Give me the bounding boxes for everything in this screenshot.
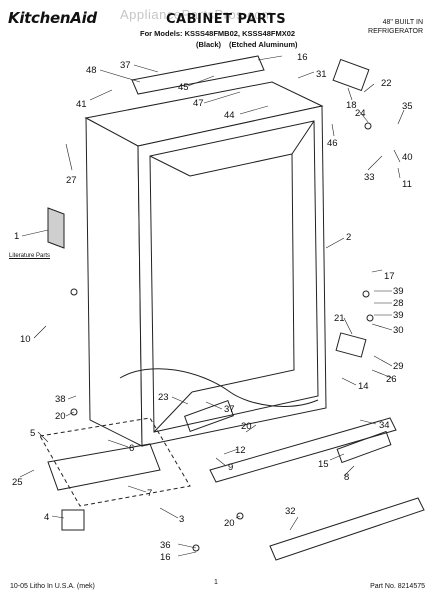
callout-20-b: 20	[241, 421, 252, 432]
bottom-hinge	[335, 332, 367, 358]
callout-7: 7	[147, 488, 152, 499]
cabinet-opening	[149, 120, 319, 433]
model-variants: (Black) (Etched Aluminum)	[196, 40, 306, 49]
callout-16: 16	[297, 52, 308, 63]
callout-8: 8	[344, 472, 349, 483]
callout-33: 33	[364, 172, 375, 183]
product-type: 48" BUILT IN REFRIGERATOR	[368, 18, 423, 36]
top-rail	[131, 55, 265, 95]
grille	[209, 417, 397, 483]
callout-46: 46	[327, 138, 338, 149]
callout-36: 36	[160, 540, 171, 551]
callout-20-c: 20	[224, 518, 235, 529]
variant-aluminum: (Etched Aluminum)	[229, 40, 298, 49]
callout-47: 47	[193, 98, 204, 109]
top-hinge	[332, 58, 370, 92]
base-frame	[39, 417, 191, 507]
literature-parts-label: Literature Parts	[9, 253, 51, 259]
callout-24: 24	[355, 108, 366, 119]
callout-4: 4	[44, 512, 49, 523]
product-type-line-1: 48" BUILT IN	[382, 19, 423, 26]
callout-10: 10	[20, 334, 31, 345]
callout-44: 44	[224, 110, 235, 121]
callout-12: 12	[235, 445, 246, 456]
callout-5: 5	[30, 428, 35, 439]
callout-18: 18	[346, 100, 357, 111]
callout-48: 48	[86, 65, 97, 76]
callout-27: 27	[66, 175, 77, 186]
cabinet-left-side	[85, 117, 143, 447]
callout-21: 21	[334, 313, 345, 324]
base-tray	[47, 443, 161, 491]
callout-38: 38	[55, 394, 66, 405]
literature-booklet	[47, 207, 65, 249]
callout-26: 26	[386, 374, 397, 385]
callout-15: 15	[318, 459, 329, 470]
callout-32: 32	[285, 506, 296, 517]
callout-39-a: 39	[393, 286, 404, 297]
callout-1: 1	[14, 231, 19, 242]
variant-black: (Black)	[196, 40, 222, 49]
callout-20-a: 20	[55, 411, 66, 422]
callout-3: 3	[179, 514, 184, 525]
callout-9: 9	[228, 462, 233, 473]
leveling-block	[61, 509, 85, 531]
callout-30: 30	[393, 325, 404, 336]
callout-6: 6	[129, 443, 134, 454]
brand-logo: KitchenAid	[8, 9, 97, 27]
fan-duct	[184, 399, 234, 433]
callout-37-b: 37	[224, 404, 235, 415]
callout-leaders	[19, 55, 405, 557]
callout-39-b: 39	[393, 310, 404, 321]
page-title: CABINET PARTS	[166, 12, 287, 27]
callout-11: 11	[402, 179, 412, 190]
callout-31: 31	[316, 69, 327, 80]
watermark: AppliancePartsPros.com	[120, 7, 274, 22]
callout-2: 2	[346, 232, 351, 243]
kickplate	[269, 497, 425, 561]
callout-22: 22	[381, 78, 392, 89]
callout-23: 23	[158, 392, 169, 403]
callout-29: 29	[393, 361, 404, 372]
product-type-line-2: REFRIGERATOR	[368, 28, 423, 35]
cabinet-drawing	[39, 55, 425, 561]
callout-16-b: 16	[160, 552, 171, 563]
callout-17: 17	[384, 271, 395, 282]
callout-14: 14	[358, 381, 369, 392]
callout-34: 34	[379, 420, 390, 431]
model-numbers: For Models: KSSS48FMB02, KSSS48FMX02	[140, 29, 296, 38]
callout-40: 40	[402, 152, 413, 163]
callout-41: 41	[76, 99, 87, 110]
footer-print-info: 10-05 Litho In U.S.A. (mek)	[10, 583, 95, 590]
footer-part-number: Part No. 8214575	[370, 583, 425, 590]
callout-45: 45	[178, 82, 189, 93]
footer-page-number: 1	[214, 579, 218, 586]
callout-35: 35	[402, 101, 413, 112]
callout-25: 25	[12, 477, 23, 488]
callout-28: 28	[393, 298, 404, 309]
wire-harness	[119, 368, 319, 407]
callout-37: 37	[120, 60, 131, 71]
cabinet-inner-back	[189, 153, 295, 393]
callout-numbers: 37 16 48 45 31 22 41 47 18 44 24 35 46 4…	[12, 52, 413, 563]
